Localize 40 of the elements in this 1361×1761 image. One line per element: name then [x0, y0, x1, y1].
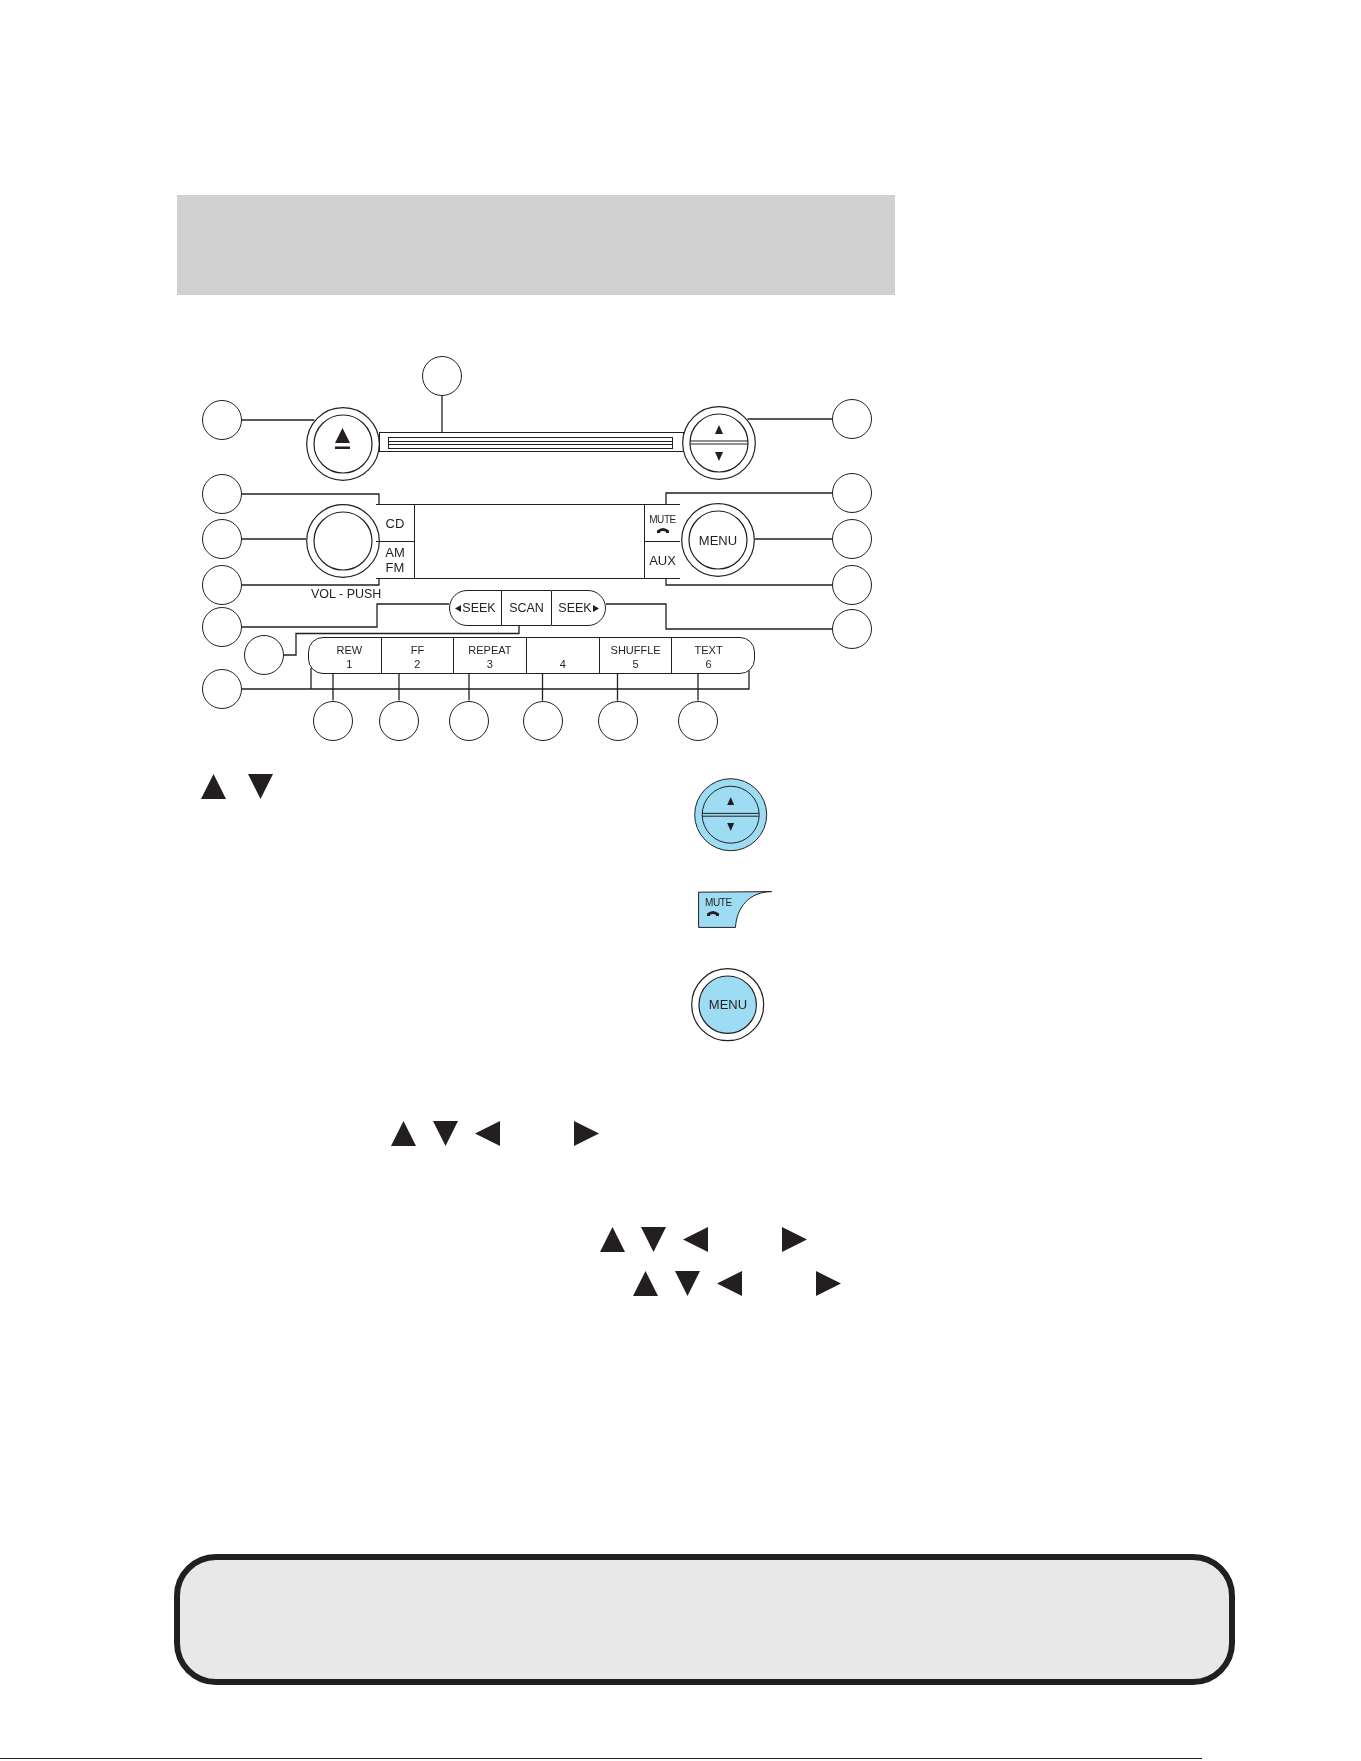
- source-button: CD: [376, 504, 414, 541]
- leader-line: [240, 578, 380, 586]
- up-down-button: [682, 405, 756, 480]
- leader-line: [541, 673, 544, 702]
- preset-button: 4: [525, 636, 600, 674]
- leader-line: [240, 603, 450, 628]
- leader-line: [665, 492, 833, 505]
- aux-button: AUX: [645, 541, 680, 579]
- eject-button: [306, 406, 380, 481]
- disc-slot: [378, 432, 684, 452]
- leader-line: [697, 673, 699, 702]
- leader-line: [398, 673, 400, 702]
- mute-button: MUTE: [645, 504, 680, 541]
- preset-button: FF 2: [380, 636, 454, 674]
- menu-knob: MENU: [681, 503, 755, 577]
- leader-line: [283, 625, 520, 656]
- scan-button: SCAN: [502, 590, 551, 626]
- leader-line: [240, 493, 380, 505]
- menu-button: MENU: [691, 968, 765, 1042]
- preset-button: REPEAT 3: [452, 636, 527, 674]
- volume-knob: [306, 504, 380, 578]
- band-button: AM FM: [376, 541, 414, 579]
- display-screen: [414, 504, 645, 579]
- mute-button: MUTE: [698, 891, 772, 928]
- preset-button: REW 1: [317, 636, 382, 674]
- leader-line: [468, 673, 470, 702]
- leader-line: [605, 603, 833, 630]
- preset-button: TEXT 6: [671, 636, 745, 674]
- leader-line: [332, 673, 334, 702]
- leader-line: [240, 667, 750, 690]
- preset-bar: [308, 637, 755, 674]
- preset-button: SHUFFLE 5: [598, 636, 673, 674]
- leader-line: [754, 538, 833, 540]
- leader-line: [240, 538, 307, 540]
- leader-line: [240, 419, 316, 421]
- leader-line: [665, 578, 833, 586]
- control-label: VOL - PUSH: [311, 586, 382, 601]
- leader-line: [746, 418, 833, 420]
- leader-line: [441, 395, 443, 433]
- leader-line: [616, 673, 619, 702]
